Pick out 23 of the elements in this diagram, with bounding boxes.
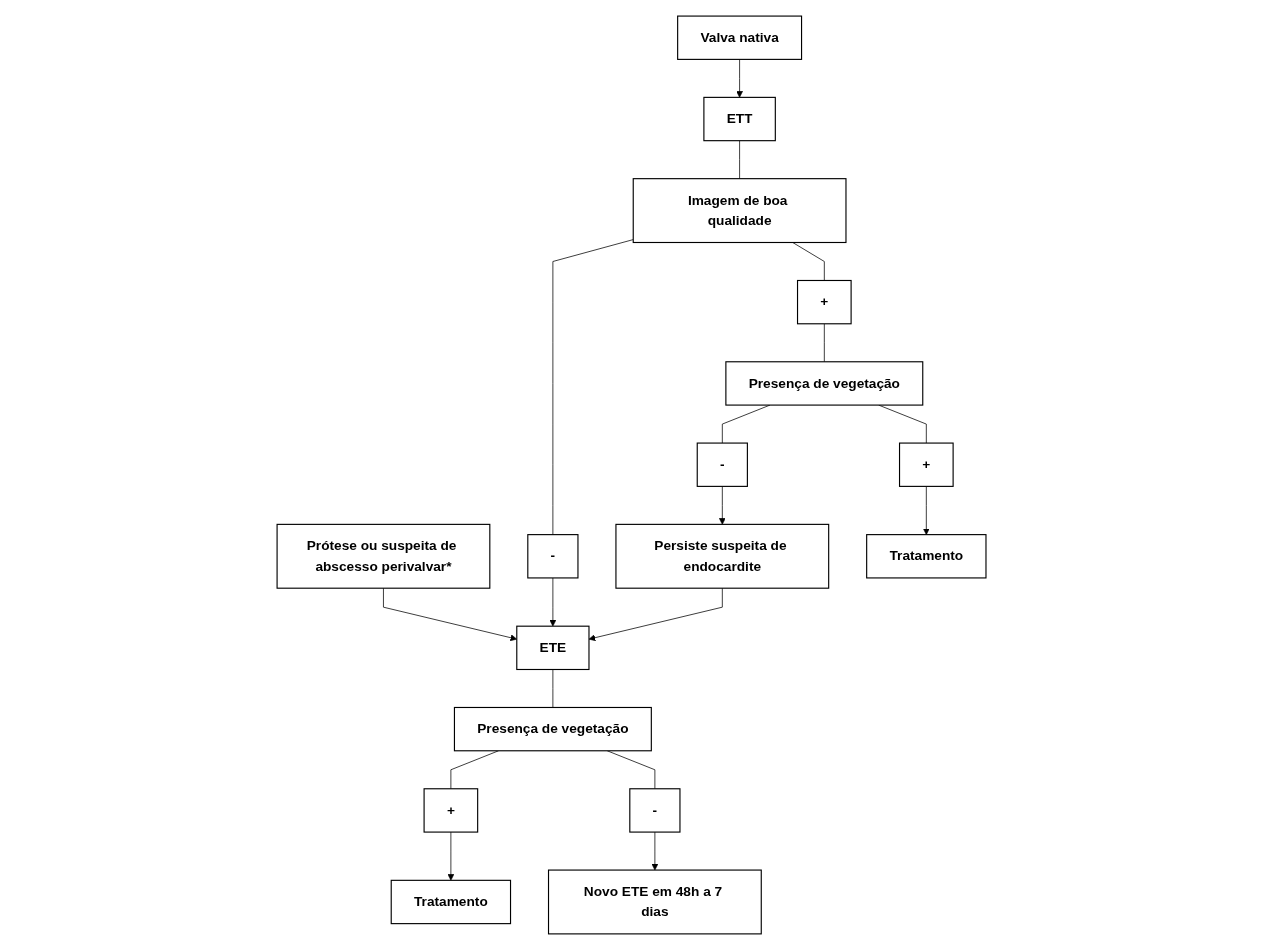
node-box: Tratamento (866, 534, 988, 579)
node-box: - (527, 534, 579, 579)
connector (824, 323, 826, 363)
node-box: Persiste suspeita de endocardite (615, 523, 830, 589)
node-box: + (424, 788, 479, 833)
node-box: Valva nativa (677, 15, 803, 60)
node-box: + (899, 442, 955, 487)
connector (792, 242, 826, 281)
node-box: - (697, 442, 749, 487)
node-box: ETT (703, 96, 777, 142)
node-box: Tratamento (391, 879, 512, 925)
node-box: Novo ETE em 48h a 7 dias (548, 869, 763, 935)
node-box: ETE (516, 625, 591, 671)
node-box: Imagem de boa qualidade (633, 178, 847, 244)
connector (450, 750, 500, 790)
connector (607, 750, 656, 790)
node-box: + (797, 279, 853, 325)
node-box: Prótese ou suspeita de abscesso perivalvar* (277, 523, 491, 589)
connector (739, 140, 741, 180)
node-box: Presença de vegetação (725, 361, 924, 406)
connector (552, 669, 554, 708)
node-box: Presença de vegetação (454, 706, 653, 752)
node-box: - (629, 788, 681, 833)
